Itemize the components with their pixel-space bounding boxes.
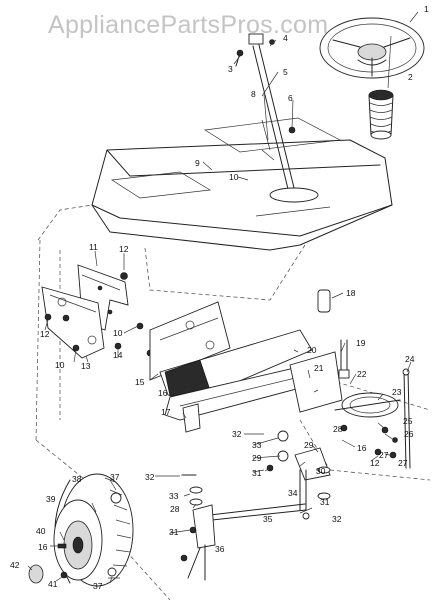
part-label-36: 36	[215, 544, 225, 554]
part-label-1: 1	[424, 4, 429, 14]
part-label-15: 15	[135, 377, 145, 387]
dash-panel	[91, 117, 393, 251]
part-label-32a: 32	[232, 429, 242, 439]
part-label-8: 8	[251, 89, 256, 99]
part-label-25: 25	[403, 416, 413, 426]
part-label-28a: 28	[333, 424, 343, 434]
steering-shaft	[235, 33, 296, 194]
part-label-13: 13	[81, 361, 91, 371]
wheel-hardware	[28, 492, 122, 584]
part-label-18: 18	[346, 288, 356, 298]
part-label-19: 19	[356, 338, 366, 348]
part-label-26: 26	[404, 429, 414, 439]
part-label-23: 23	[392, 387, 402, 397]
part-label-16c: 16	[38, 542, 48, 552]
spindle-assembly	[294, 447, 331, 511]
part-label-31a: 31	[252, 468, 262, 478]
part-label-37a: 37	[110, 472, 120, 482]
part-label-16b: 16	[357, 443, 367, 453]
part-label-37b: 37	[93, 581, 103, 591]
part-label-29b: 29	[252, 453, 262, 463]
small-hardware	[44, 272, 154, 357]
part-label-9: 9	[195, 158, 200, 168]
part-label-34: 34	[288, 488, 298, 498]
part-label-32c: 32	[332, 514, 342, 524]
part-label-32b: 32	[145, 472, 155, 482]
part-label-38: 38	[72, 474, 82, 484]
right-hardware	[266, 424, 398, 472]
tie-rod	[209, 503, 310, 521]
steering-wheel	[319, 17, 425, 79]
leader-lines	[27, 11, 419, 584]
part-label-5: 5	[283, 67, 288, 77]
part-label-22: 22	[357, 369, 367, 379]
part-label-6: 6	[288, 93, 293, 103]
part-label-12a: 12	[119, 244, 129, 254]
part-label-3: 3	[228, 64, 233, 74]
part-label-2: 2	[408, 72, 413, 82]
part-label-35: 35	[263, 514, 273, 524]
part-label-16a: 16	[158, 388, 168, 398]
part-label-31c: 31	[169, 527, 179, 537]
part-label-12b: 12	[40, 329, 50, 339]
watermark: AppliancePartsPros.com	[48, 11, 328, 39]
part-label-21: 21	[314, 363, 324, 373]
part-label-24: 24	[405, 354, 415, 364]
part-label-17: 17	[161, 407, 171, 417]
part-label-39: 39	[46, 494, 56, 504]
part-label-33a: 33	[252, 440, 262, 450]
part-label-31b: 31	[320, 497, 330, 507]
sector-gear	[334, 392, 401, 418]
part-label-28b: 28	[170, 504, 180, 514]
left-plate	[41, 286, 105, 359]
front-axle	[164, 351, 343, 433]
front-wheel	[53, 473, 134, 587]
part-label-42: 42	[10, 560, 20, 570]
bushing-and-spindle	[317, 289, 350, 379]
part-label-4: 4	[283, 33, 288, 43]
part-label-27a: 27	[398, 458, 408, 468]
part-label-10c: 10	[55, 360, 65, 370]
part-label-12c: 12	[370, 458, 380, 468]
part-label-30: 30	[316, 466, 326, 476]
part-label-10b: 10	[113, 328, 123, 338]
part-label-27b: 27	[379, 450, 389, 460]
part-label-11: 11	[89, 242, 98, 252]
part-label-40: 40	[36, 526, 46, 536]
part-label-29a: 29	[304, 440, 314, 450]
part-label-10a: 10	[229, 172, 239, 182]
part-label-41: 41	[48, 579, 58, 589]
part-labels: 1 2 3 4 5 6 8 9 10 11 12 12 10 14 10 13 …	[10, 4, 429, 591]
left-spindle	[180, 474, 216, 581]
part-label-20: 20	[307, 345, 317, 355]
axle-support	[149, 301, 313, 401]
steering-boot	[368, 89, 394, 140]
part-label-33b: 33	[169, 491, 179, 501]
part-label-14: 14	[113, 350, 123, 360]
